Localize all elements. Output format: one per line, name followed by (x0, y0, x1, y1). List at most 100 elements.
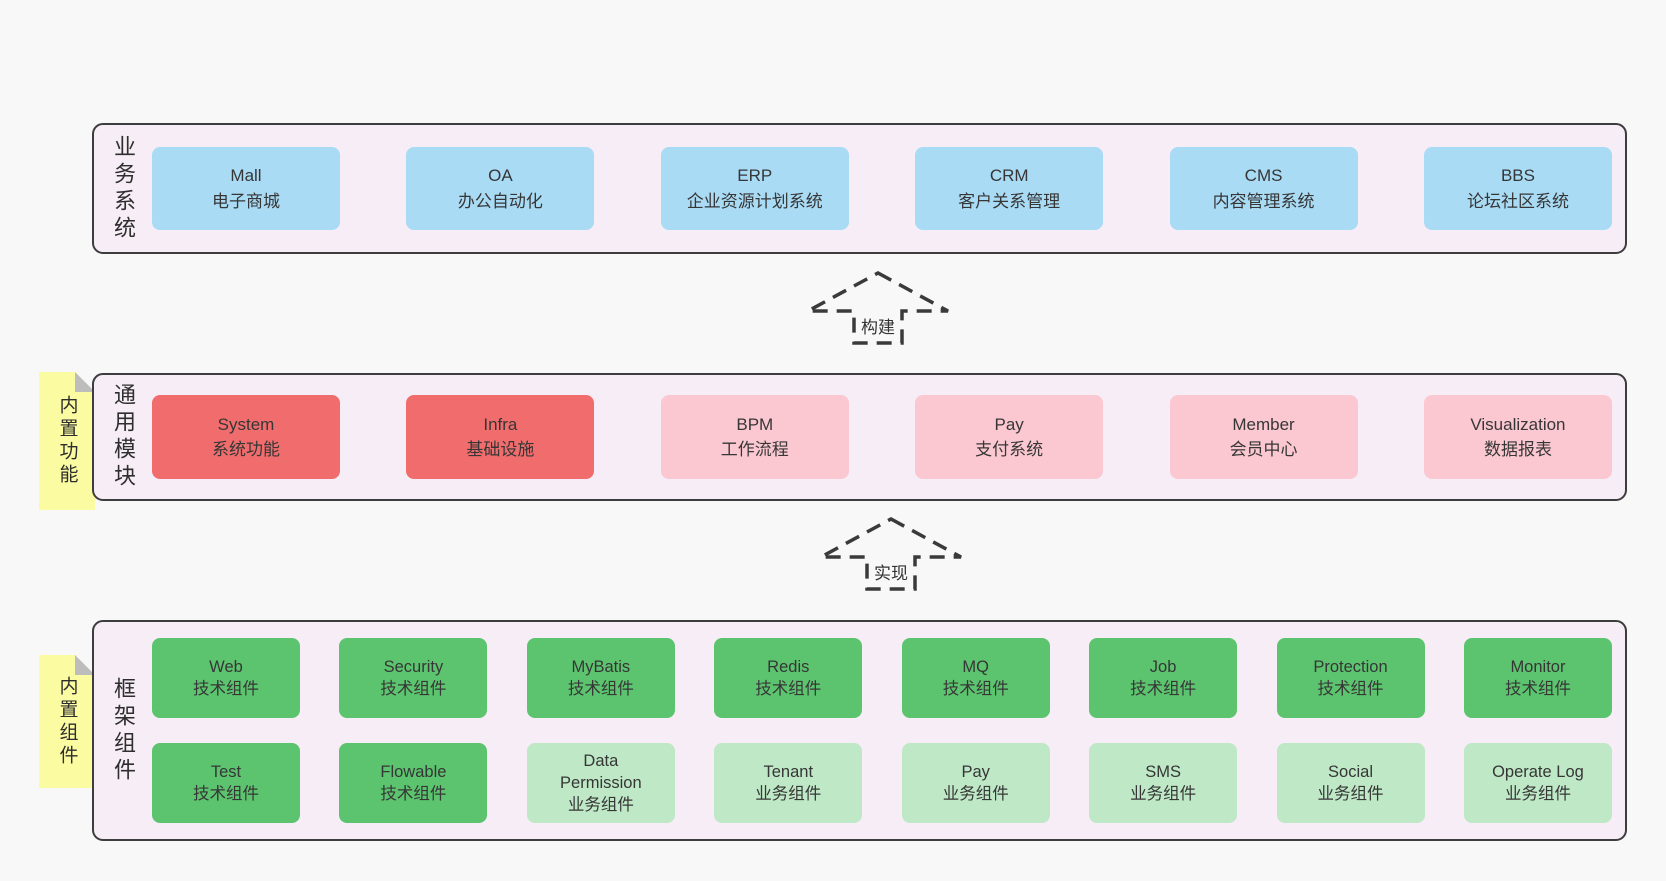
box-subtitle: 业务组件 (1130, 785, 1197, 803)
sticky-paper (39, 372, 95, 510)
up-block-arrow-icon (820, 517, 962, 591)
box-web: Web 技术组件 (152, 638, 300, 718)
box-subtitle: 支付系统 (975, 440, 1044, 459)
band-framework-components: 框架组件 Web 技术组件 Security 技术组件 MyBatis 技术组件 Re… (92, 620, 1627, 841)
box-subtitle: 会员中心 (1229, 440, 1298, 459)
box-title: Pay (994, 414, 1024, 434)
box-system: System 系统功能 (152, 395, 340, 479)
box-subtitle: 基础设施 (466, 440, 535, 459)
box-title: Test (210, 762, 242, 781)
sticky-note-builtin-components: 内置组件 (39, 655, 95, 788)
arrow-implement: 实现 (818, 516, 964, 592)
box-title: Redis (767, 657, 810, 676)
box-subtitle: 工作流程 (720, 440, 789, 459)
band-label-framework-components: 框架组件 (111, 676, 136, 785)
box-social: Social 业务组件 (1276, 743, 1425, 823)
band-content: Web 技术组件 Security 技术组件 MyBatis 技术组件 Redis 技术… (152, 622, 1625, 839)
box-row: Web 技术组件 Security 技术组件 MyBatis 技术组件 Redis 技术… (152, 638, 1612, 718)
box-oa: OA 办公自动化 (406, 147, 595, 230)
box-title: Web (209, 657, 243, 676)
box-subtitle: 技术组件 (380, 680, 447, 698)
box-mybatis: MyBatis 技术组件 (526, 638, 675, 718)
box-subtitle: 内容管理系统 (1212, 191, 1315, 211)
box-title: Pay (961, 762, 990, 781)
box-title: CRM (989, 166, 1029, 185)
box-title: BBS (1500, 166, 1535, 185)
box-pay-biz: Pay 业务组件 (901, 743, 1050, 823)
box-operate-log: Operate Log 业务组件 (1463, 743, 1612, 823)
band-label-business-systems: 业务系统 (111, 134, 136, 243)
box-subtitle: 技术组件 (1317, 680, 1384, 698)
sticky-paper (39, 655, 95, 788)
box-title: ERP (737, 166, 773, 185)
box-protection: Protection 技术组件 (1276, 638, 1425, 718)
box-row: Mall 电子商城 OA 办公自动化 ERP 企业资源计划系统 CRM 客户关系管理 C… (152, 147, 1612, 230)
arrow-build-label: 构建 (858, 313, 898, 338)
sticky-note-builtin-features: 内置功能 (39, 372, 95, 510)
sticky-note-text: 内置功能 (56, 395, 78, 487)
box-subtitle: 企业资源计划系统 (686, 191, 823, 211)
up-block-arrow-icon (807, 271, 949, 345)
box-subtitle: 办公自动化 (457, 191, 543, 211)
band-business-systems: 业务系统 Mall 电子商城 OA 办公自动化 ERP 企业资源计划系统 CRM 客户关… (92, 123, 1627, 254)
sticky-note-text: 内置组件 (56, 675, 78, 768)
box-title: Social (1328, 762, 1373, 781)
box-subtitle: 业务组件 (942, 785, 1009, 803)
band-content: Mall 电子商城 OA 办公自动化 ERP 企业资源计划系统 CRM 客户关系管理 C… (152, 125, 1625, 252)
box-sms: SMS 业务组件 (1089, 743, 1238, 823)
box-pay: Pay 支付系统 (915, 395, 1104, 479)
box-security: Security 技术组件 (339, 638, 488, 718)
box-title: Data Permission (560, 751, 642, 792)
box-subtitle: 电子商城 (212, 191, 280, 211)
box-subtitle: 技术组件 (380, 785, 447, 803)
box-job: Job 技术组件 (1089, 638, 1238, 718)
box-subtitle: 系统功能 (212, 440, 280, 459)
box-cms: CMS 内容管理系统 (1169, 147, 1358, 230)
box-title: Tenant (763, 762, 814, 781)
box-test: Test 技术组件 (152, 743, 300, 823)
box-subtitle: 业务组件 (755, 785, 822, 803)
box-title: OA (488, 166, 513, 185)
box-subtitle: 技术组件 (193, 785, 259, 803)
arrow-implement-label: 实现 (871, 559, 911, 584)
box-title: SMS (1145, 762, 1181, 781)
box-title: System (217, 414, 275, 434)
box-redis: Redis 技术组件 (714, 638, 863, 718)
arrow-build: 构建 (805, 270, 951, 346)
box-title: Security (383, 657, 444, 676)
box-title: Monitor (1510, 657, 1566, 676)
box-title: CMS (1244, 166, 1283, 185)
box-title: Protection (1313, 657, 1388, 676)
band-label-common-modules: 通用模块 (111, 383, 136, 491)
box-tenant: Tenant 业务组件 (714, 743, 863, 823)
box-subtitle: 技术组件 (942, 680, 1009, 698)
box-subtitle: 技术组件 (193, 680, 259, 698)
box-subtitle: 技术组件 (1130, 680, 1197, 698)
box-title: Mall (230, 166, 262, 185)
box-title: Operate Log (1492, 762, 1584, 781)
box-mall: Mall 电子商城 (152, 147, 340, 230)
box-subtitle: 业务组件 (1504, 785, 1571, 803)
box-title: Job (1149, 657, 1177, 676)
box-subtitle: 技术组件 (1504, 680, 1571, 698)
box-title: MyBatis (571, 657, 631, 676)
box-subtitle: 客户关系管理 (958, 191, 1061, 211)
box-crm: CRM 客户关系管理 (915, 147, 1104, 230)
box-erp: ERP 企业资源计划系统 (660, 147, 849, 230)
box-data-permission: Data Permission 业务组件 (526, 743, 675, 823)
box-subtitle: 技术组件 (755, 680, 822, 698)
box-subtitle: 业务组件 (1317, 785, 1384, 803)
box-subtitle: 技术组件 (567, 680, 634, 698)
box-subtitle: 业务组件 (567, 796, 634, 815)
box-subtitle: 数据报表 (1483, 440, 1552, 459)
